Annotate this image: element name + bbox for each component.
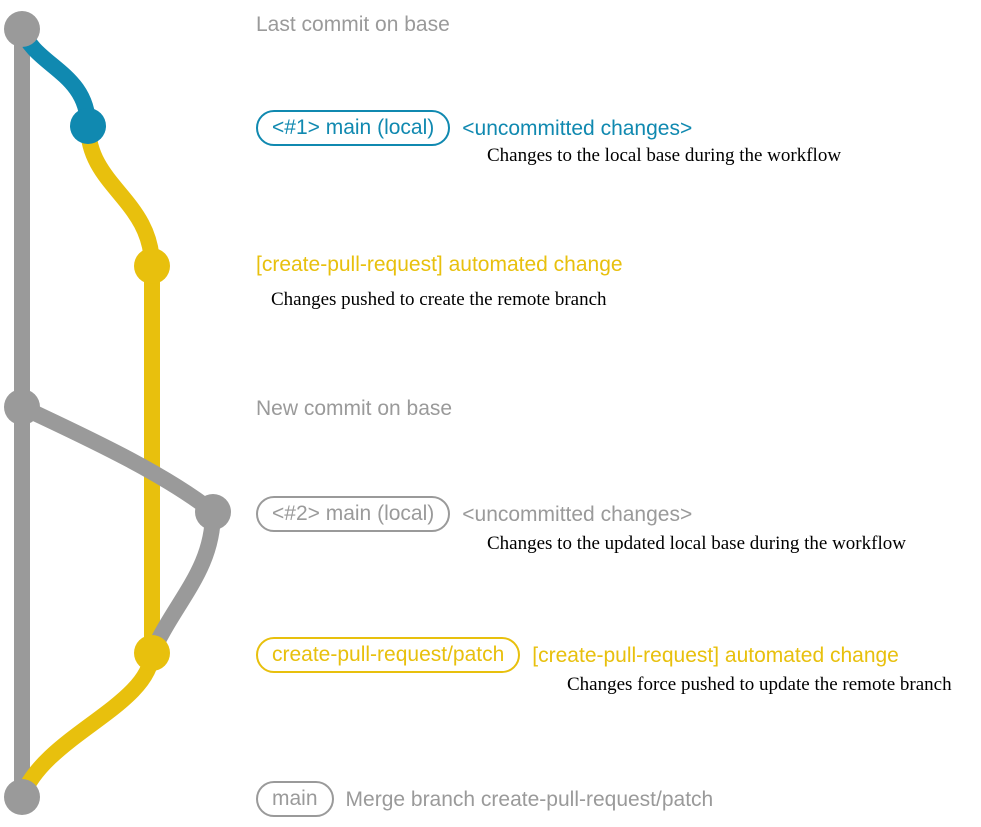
edge-patch-to-merge [14, 645, 160, 805]
headline-merge: main Merge branch create-pull-request/pa… [256, 781, 713, 817]
commit-node-merge[interactable] [4, 779, 40, 815]
row-local-1: <#1> main (local) <uncommitted changes> [256, 110, 692, 146]
ref-badge-local-1[interactable]: <#1> main (local) [256, 110, 451, 146]
commit-node-local-2[interactable] [195, 494, 231, 530]
headline-automated-change-2: create-pull-request/patch [create-pull-r… [256, 637, 899, 673]
commit-subject-local-2: <uncommitted changes> [462, 502, 693, 526]
row-local-2: <#2> main (local) <uncommitted changes> [256, 496, 692, 532]
headline-local-2: <#2> main (local) <uncommitted changes> [256, 496, 692, 532]
commit-subject-automated-change-2: [create-pull-request] automated change [532, 643, 899, 667]
ref-badge-local-2[interactable]: <#2> main (local) [256, 496, 451, 532]
commit-node-automated-change-1[interactable] [134, 248, 170, 284]
commit-subject-new-commit-on-base: New commit on base [256, 397, 453, 420]
row-last-commit-on-base: Last commit on base [256, 14, 450, 35]
commit-node-automated-change-2[interactable] [134, 635, 170, 671]
commit-subject-merge: Merge branch create-pull-request/patch [345, 787, 714, 811]
commit-node-last-commit-on-base[interactable] [4, 11, 40, 47]
headline-local-1: <#1> main (local) <uncommitted changes> [256, 110, 692, 146]
commit-node-local-1[interactable] [70, 108, 106, 144]
ref-badge-main[interactable]: main [256, 781, 334, 817]
commit-subject-automated-change-1: [create-pull-request] automated change [256, 253, 623, 276]
commit-node-new-commit-on-base[interactable] [4, 389, 40, 425]
headline-new-commit-on-base: New commit on base [256, 398, 452, 419]
edge-base-to-local-2 [14, 399, 221, 520]
ref-badge-create-pull-request-patch[interactable]: create-pull-request/patch [256, 637, 521, 673]
edge-local-1-to-remote-1 [80, 118, 160, 661]
row-new-commit-on-base: New commit on base [256, 398, 452, 419]
row-merge: main Merge branch create-pull-request/pa… [256, 781, 713, 817]
headline-automated-change-1: [create-pull-request] automated change [256, 254, 623, 275]
commit-subject-local-1: <uncommitted changes> [462, 116, 693, 140]
edge-local-2-to-patch [144, 504, 221, 661]
headline-last-commit-on-base: Last commit on base [256, 14, 450, 35]
commit-subject-last-commit-on-base: Last commit on base [256, 13, 450, 36]
row-automated-change-2: create-pull-request/patch [create-pull-r… [256, 637, 899, 673]
row-automated-change-1: [create-pull-request] automated change [256, 254, 623, 275]
